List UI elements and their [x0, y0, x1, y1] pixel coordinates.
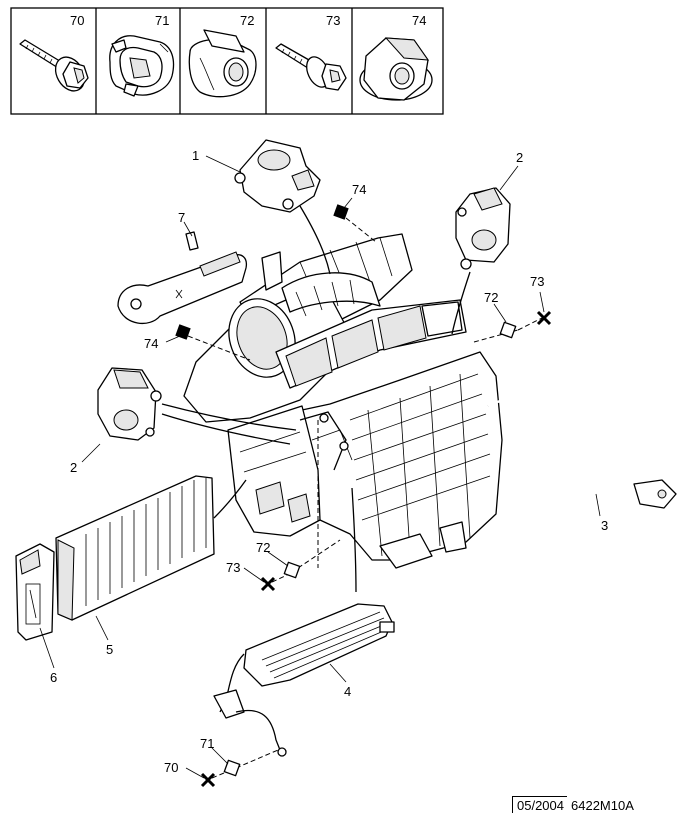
legend-ref-70: 70 [70, 13, 84, 28]
marker-72-lower [283, 561, 301, 579]
screw-with-flange-icon [19, 39, 89, 92]
callout-70: 70 [164, 760, 178, 775]
callout-71: 71 [200, 736, 214, 751]
callout-labels: 1 2 2 3 4 5 6 7 74 74 72 72 73 73 71 70 [50, 148, 608, 775]
legend-ref-73: 73 [326, 13, 340, 28]
callout-74-top: 74 [352, 182, 366, 197]
part-6-filter-cover [15, 543, 55, 641]
part-1-blend-actuator [234, 139, 331, 275]
connector-line-5 [213, 479, 247, 519]
callout-3: 3 [601, 518, 608, 533]
part-5-pollen-filter [55, 475, 215, 621]
revision-date: 05/2004 [512, 796, 567, 813]
fastener-markers [175, 204, 552, 788]
callout-2-right: 2 [516, 150, 523, 165]
diagram-reference-footer: 05/2004 6422M10A [512, 796, 634, 813]
part-3-drain-pipe [487, 398, 677, 509]
fastener-legend-table: 70 71 72 73 74 [10, 7, 444, 115]
fastener-dash-guides [187, 217, 547, 779]
callout-72-right: 72 [484, 290, 498, 305]
leader-lines [39, 155, 601, 779]
callout-5: 5 [106, 642, 113, 657]
part-7-control-lever-plate [117, 231, 248, 325]
marker-73-lower [260, 576, 276, 592]
part-2-actuator-left [97, 367, 297, 445]
part-2-actuator-right [451, 187, 511, 335]
marker-72-right [499, 321, 517, 339]
marker-71 [223, 759, 241, 777]
marker-74-top [333, 204, 349, 220]
callout-73-right: 73 [530, 274, 544, 289]
callout-7: 7 [178, 210, 185, 225]
clip-nut-icon [188, 29, 257, 98]
flange-nut-icon [359, 37, 433, 101]
marker-74-left [175, 324, 191, 340]
callout-4: 4 [344, 684, 351, 699]
diagram-code: 6422M10A [571, 798, 634, 813]
legend-ref-71: 71 [155, 13, 169, 28]
callout-73-lower: 73 [226, 560, 240, 575]
callout-72-lower: 72 [256, 540, 270, 555]
screw-with-washer-icon [275, 43, 347, 91]
legend-ref-74: 74 [412, 13, 426, 28]
clip-fastener-icon [109, 35, 175, 97]
legend-ref-72: 72 [240, 13, 254, 28]
heater-housing-assembly [183, 233, 503, 569]
callout-1: 1 [192, 148, 199, 163]
marker-73-right [536, 310, 552, 326]
part-4-heater-matrix [213, 603, 395, 757]
connector-line-4 [351, 487, 357, 593]
marker-70 [200, 772, 216, 788]
callout-2-left: 2 [70, 460, 77, 475]
callout-6: 6 [50, 670, 57, 685]
callout-74-left: 74 [144, 336, 158, 351]
